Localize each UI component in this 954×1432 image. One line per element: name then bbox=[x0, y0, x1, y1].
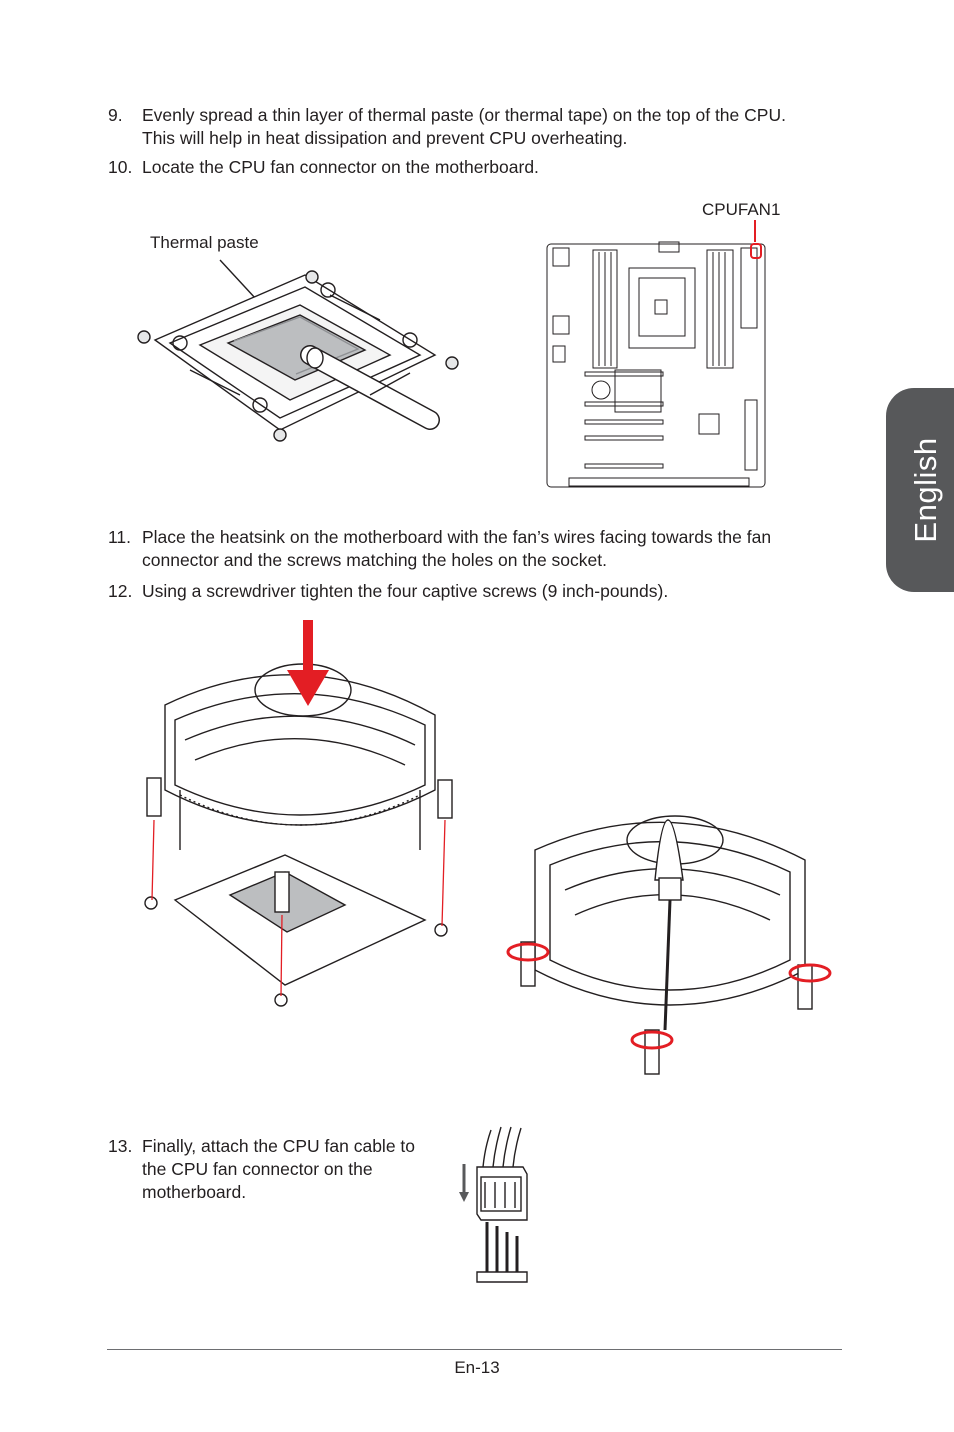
step-9-text: Evenly spread a thin layer of thermal pa… bbox=[142, 105, 786, 148]
step-10-number: 10. bbox=[108, 157, 133, 177]
step-9-number: 9. bbox=[108, 105, 123, 125]
thermal-paste-label: Thermal paste bbox=[150, 233, 259, 252]
step-12-text: Using a screwdriver tighten the four cap… bbox=[142, 581, 669, 601]
step-13-number: 13. bbox=[108, 1136, 133, 1156]
page-number: En-13 bbox=[454, 1358, 500, 1377]
step-12-number: 12. bbox=[108, 581, 133, 601]
heatsink-placement-illustration bbox=[144, 620, 453, 1007]
language-tab-label: English bbox=[908, 437, 943, 543]
fan-connector-illustration bbox=[459, 1126, 528, 1283]
motherboard-layout-diagram bbox=[546, 220, 766, 488]
step-11-text: Place the heatsink on the motherboard wi… bbox=[142, 527, 772, 570]
cpufan-label: CPUFAN1 bbox=[702, 200, 781, 219]
step-11-number: 11. bbox=[108, 527, 132, 547]
cpu-socket-thermal-paste-illustration bbox=[137, 259, 459, 442]
step-13-text: Finally, attach the CPU fan cable to the… bbox=[142, 1136, 416, 1202]
language-tab: English bbox=[886, 388, 954, 592]
screwdriver-tightening-illustration bbox=[506, 815, 832, 1075]
footer-divider bbox=[107, 1349, 842, 1350]
step-10-text: Locate the CPU fan connector on the moth… bbox=[142, 157, 539, 177]
